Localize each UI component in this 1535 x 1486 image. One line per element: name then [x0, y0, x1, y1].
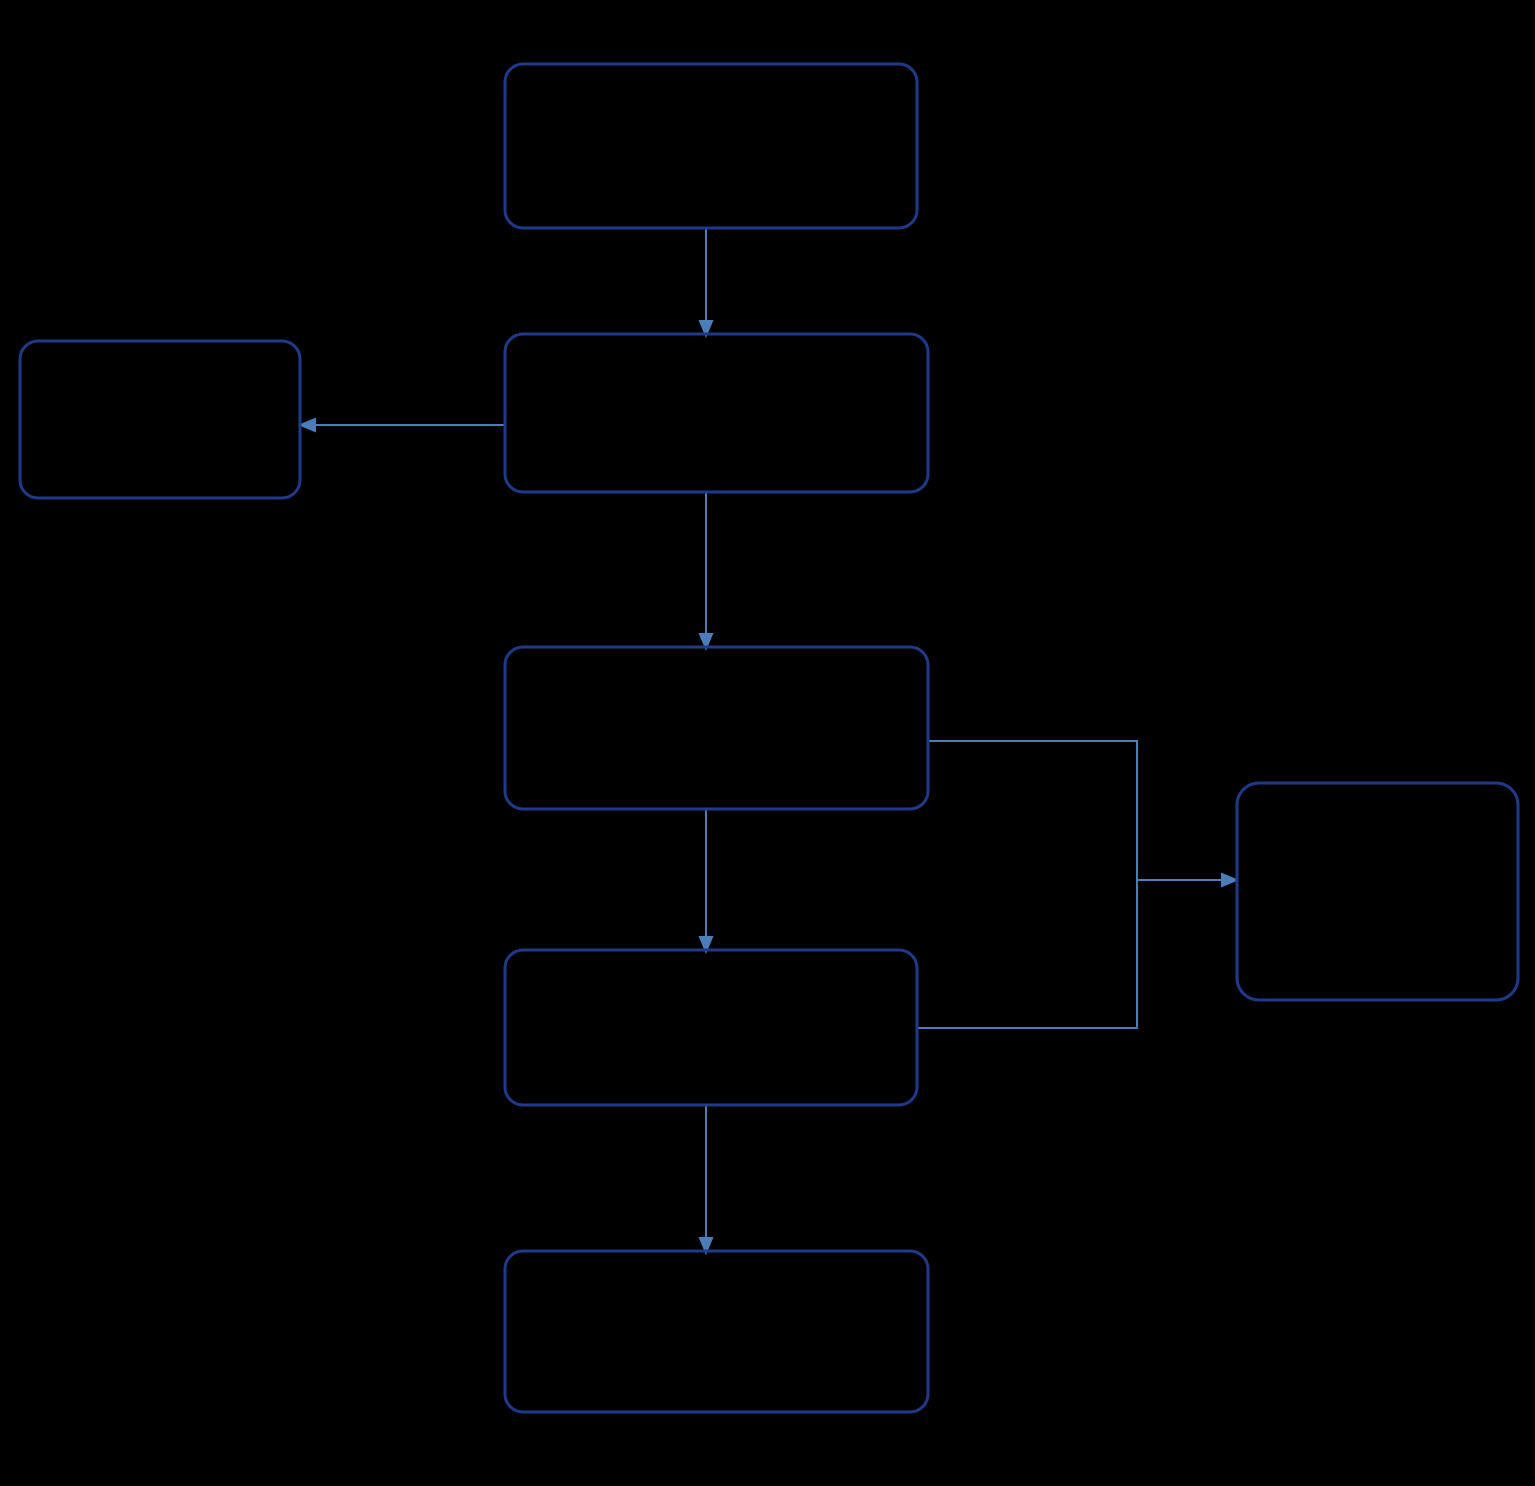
edge-arrowhead-icon [298, 417, 316, 433]
node-shape[interactable] [18, 339, 302, 500]
node-shape[interactable] [503, 1249, 930, 1414]
edge-arrowhead-icon [698, 936, 714, 954]
edge-arrowhead-icon [698, 320, 714, 338]
edge-arrowhead-icon [698, 1237, 714, 1255]
node-shape[interactable] [503, 332, 930, 494]
edge-arrowhead-icon [1221, 872, 1239, 888]
flow-edge [698, 492, 714, 651]
flow-edge [298, 417, 505, 433]
flow-node[interactable] [503, 1249, 930, 1414]
flow-edge [918, 880, 1138, 1029]
flow-node[interactable] [503, 948, 919, 1107]
flow-node[interactable] [1235, 781, 1520, 1002]
flow-node[interactable] [18, 339, 302, 500]
flow-node[interactable] [503, 332, 930, 494]
edge-line [928, 740, 1234, 881]
node-shape[interactable] [1235, 781, 1520, 1002]
edge-arrowhead-icon [698, 633, 714, 651]
edges-layer [298, 228, 1239, 1255]
node-shape[interactable] [503, 62, 919, 230]
flow-node[interactable] [503, 62, 919, 230]
flow-edge [698, 1105, 714, 1255]
node-shape[interactable] [503, 948, 919, 1107]
node-shape[interactable] [503, 645, 930, 811]
nodes-layer [18, 62, 1520, 1414]
flow-node[interactable] [503, 645, 930, 811]
edge-line [918, 880, 1138, 1029]
flow-edge [698, 809, 714, 954]
flow-edge [698, 228, 714, 338]
flow-edge [928, 740, 1239, 888]
